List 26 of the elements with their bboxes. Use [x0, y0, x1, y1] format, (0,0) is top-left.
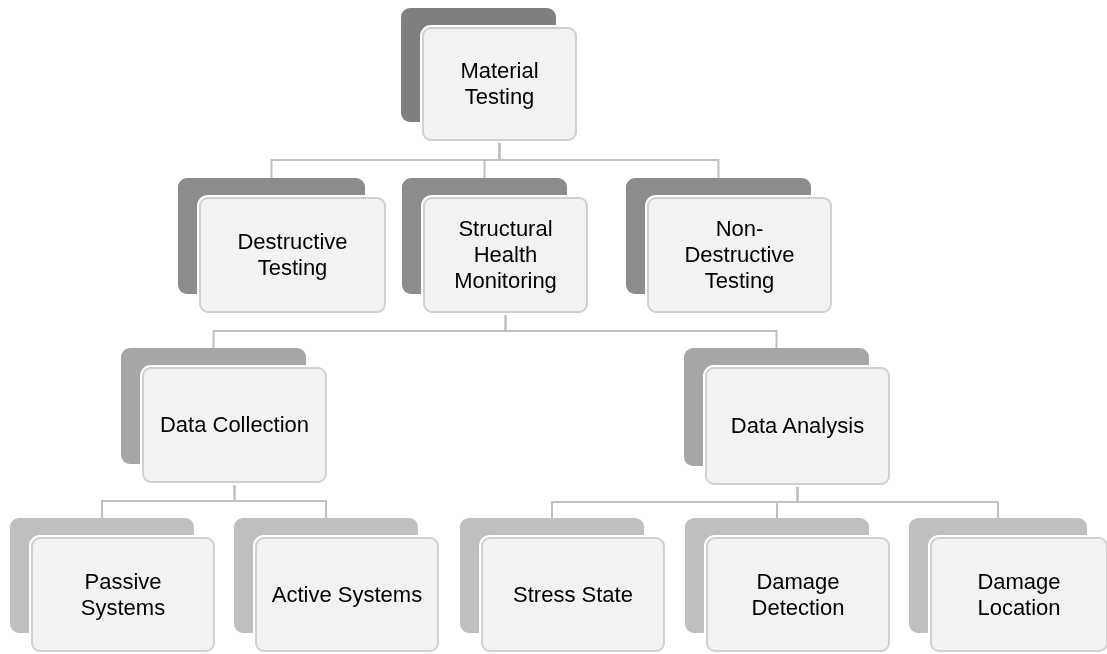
connector-line	[498, 140, 720, 179]
process-box	[460, 518, 665, 652]
box-label: Non-Destructive Testing	[683, 216, 796, 294]
box-label: Data Collection	[158, 412, 311, 438]
box-label: Damage Detection	[750, 568, 846, 621]
box-label: Damage Location	[976, 568, 1062, 621]
box-label: Passive Systems	[79, 568, 167, 621]
process-box	[401, 8, 577, 141]
process-box	[10, 518, 215, 652]
connector-line	[233, 482, 327, 519]
box-label: Active Systems	[270, 581, 424, 608]
process-box	[121, 348, 327, 483]
process-box	[685, 518, 890, 652]
process-box	[178, 178, 386, 313]
box-label: Structural Health Monitoring	[453, 216, 558, 294]
process-box	[402, 178, 588, 313]
box-label: Material Testing	[459, 58, 540, 110]
connector-line	[504, 312, 778, 349]
process-box	[626, 178, 832, 313]
process-box	[684, 348, 890, 485]
connector-line	[796, 484, 999, 519]
process-box	[909, 518, 1107, 652]
box-label: Destructive Testing	[236, 229, 349, 281]
box-label: Data Analysis	[729, 413, 866, 439]
process-box	[234, 518, 439, 652]
box-label: Stress State	[512, 581, 634, 608]
